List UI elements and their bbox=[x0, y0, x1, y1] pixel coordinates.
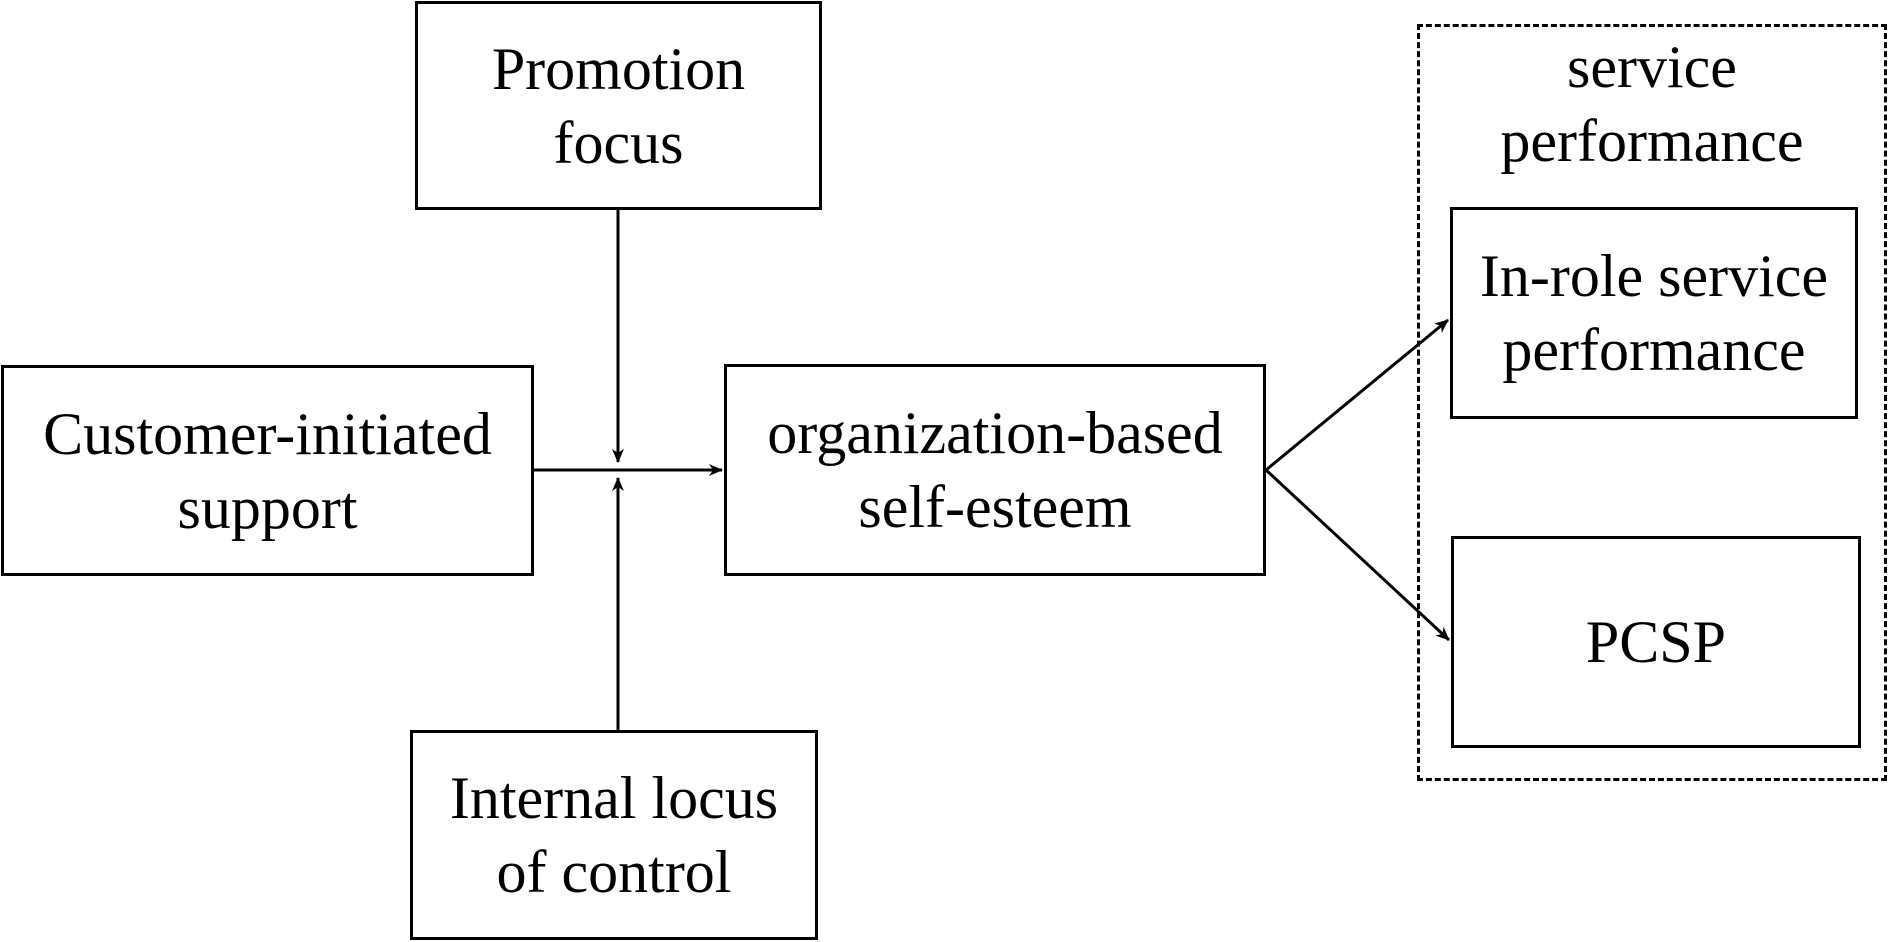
node-customer-initiated-support-label: Customer-initiated support bbox=[43, 400, 492, 541]
node-in-role-service-performance: In-role service performance bbox=[1450, 207, 1858, 419]
service-performance-group-title: service performance bbox=[1500, 34, 1804, 174]
node-pcsp-label: PCSP bbox=[1585, 609, 1727, 675]
node-promotion-focus-label: Promotion focus bbox=[491, 35, 746, 176]
node-promotion-focus: Promotion focus bbox=[415, 1, 822, 210]
node-internal-locus-of-control: Internal locus of control bbox=[410, 730, 818, 940]
node-pcsp: PCSP bbox=[1451, 536, 1861, 748]
node-customer-initiated-support: Customer-initiated support bbox=[1, 365, 534, 576]
node-internal-locus-of-control-label: Internal locus of control bbox=[449, 765, 779, 905]
node-in-role-service-performance-label: In-role service performance bbox=[1479, 243, 1829, 383]
node-organization-based-self-esteem-label: organization-based self-esteem bbox=[767, 400, 1223, 540]
service-performance-group bbox=[1417, 24, 1887, 781]
node-organization-based-self-esteem: organization-based self-esteem bbox=[724, 364, 1266, 576]
